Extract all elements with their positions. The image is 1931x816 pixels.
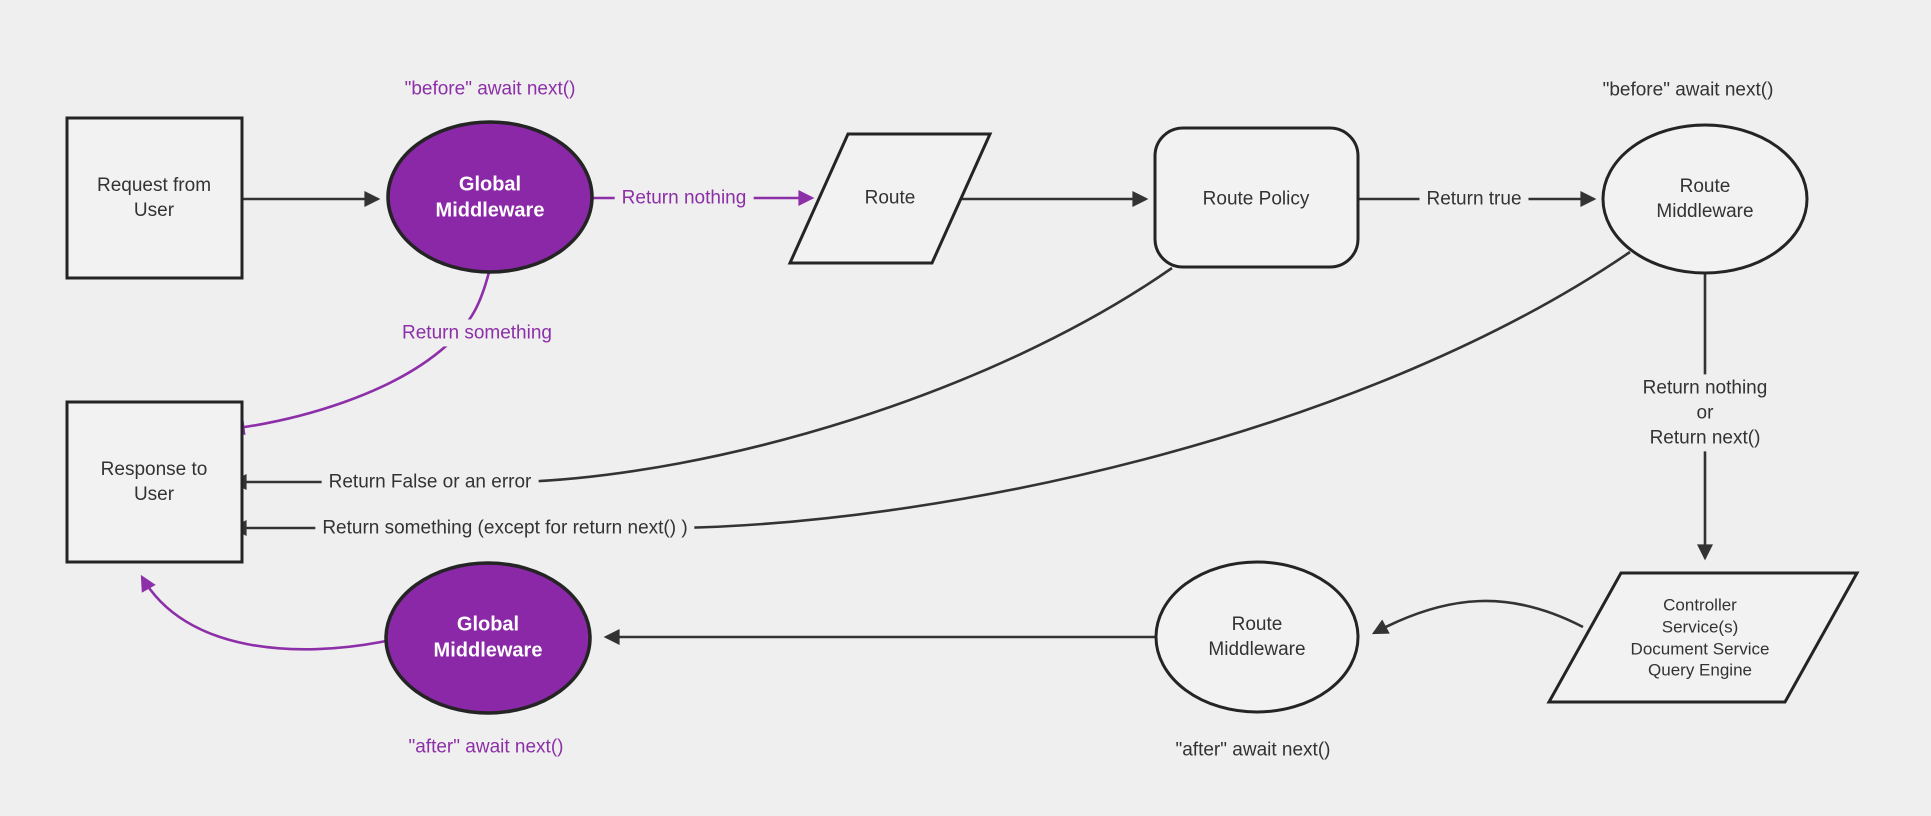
node-route-parallelogram (787, 132, 993, 265)
node-route-policy-rect (1153, 126, 1360, 269)
edge-route-policy-return-false-to-response (230, 266, 1173, 490)
node-global-middleware-top-ellipse (386, 120, 594, 274)
edge-global-middleware-bottom-to-response (140, 574, 387, 651)
node-controller-parallelogram (1546, 571, 1860, 704)
node-route-middleware-bottom-ellipse (1154, 560, 1360, 714)
node-route-middleware-top-ellipse (1601, 123, 1809, 275)
node-response-rect (65, 400, 244, 564)
edge-global-middleware-return-something-to-response (228, 271, 491, 436)
edge-route-middleware-return-something-to-response (230, 250, 1631, 536)
node-global-middleware-bottom-ellipse (384, 561, 592, 715)
node-request-rect (65, 116, 244, 280)
edge-controller-to-route-middleware-bottom (1371, 599, 1584, 635)
